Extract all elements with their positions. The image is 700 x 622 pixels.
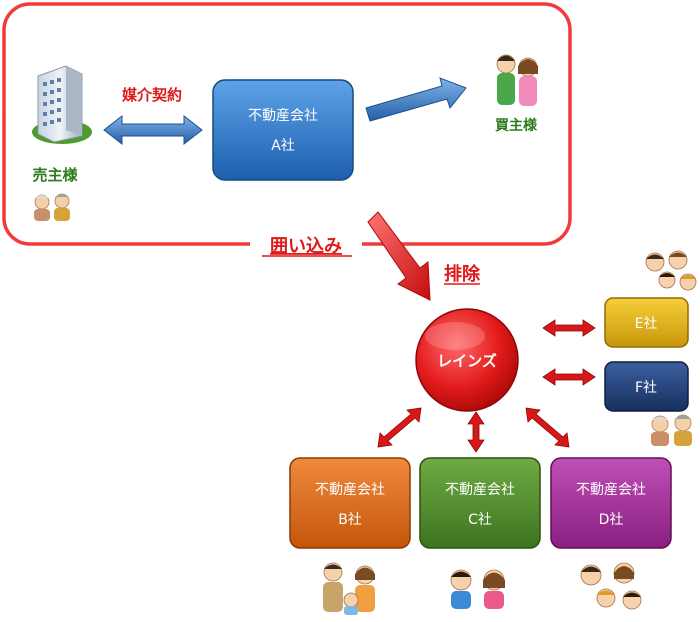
company-d-line1: 不動産会社: [576, 482, 646, 498]
company-e-label: E社: [635, 316, 658, 332]
children-group-icon-2: [580, 562, 642, 610]
company-a-line2: A社: [271, 138, 295, 154]
arrow-hub-b: [377, 407, 422, 448]
company-a-box: 不動産会社 A社: [212, 79, 354, 181]
company-b-line2: B社: [338, 512, 362, 528]
apartment-building-icon: [32, 65, 92, 144]
reins-hub: レインズ: [415, 308, 519, 412]
young-couple-icon-2: [450, 569, 505, 609]
arrow-a-to-buyer: [365, 77, 467, 122]
brokerage-contract-label: 媒介契約: [122, 86, 182, 104]
company-f-label: F社: [635, 380, 657, 396]
buyer-label: 買主様: [495, 117, 538, 134]
seller-label: 売主様: [32, 166, 78, 184]
company-b-box: 不動産会社 B社: [289, 457, 411, 549]
exclusion-arrow: [367, 211, 431, 301]
family-icon: [323, 562, 375, 615]
arrow-hub-d: [525, 407, 570, 448]
company-d-line2: D社: [599, 512, 624, 528]
enclosure-label-bg: [250, 232, 362, 258]
young-couple-icon: [496, 54, 538, 106]
arrow-hub-f: [542, 368, 596, 386]
company-e-box: E社: [604, 297, 689, 348]
company-d-box: 不動産会社 D社: [550, 457, 672, 549]
company-c-box: 不動産会社 C社: [419, 457, 541, 549]
company-b-line1: 不動産会社: [315, 482, 385, 498]
company-c-line1: 不動産会社: [445, 482, 515, 498]
elderly-couple-icon-2: [651, 414, 692, 446]
exclusion-label: 排除: [444, 263, 481, 285]
reins-label: レインズ: [437, 352, 497, 370]
brokerage-double-arrow: [103, 114, 203, 146]
children-group-icon: [645, 250, 697, 291]
elderly-couple-icon: [34, 193, 70, 221]
company-f-box: F社: [604, 361, 689, 412]
arrow-hub-c: [467, 411, 485, 453]
enclosure-label: 囲い込み: [270, 236, 342, 257]
company-c-line2: C社: [468, 512, 492, 528]
arrow-hub-e: [542, 319, 596, 337]
company-a-line1: 不動産会社: [248, 108, 318, 124]
